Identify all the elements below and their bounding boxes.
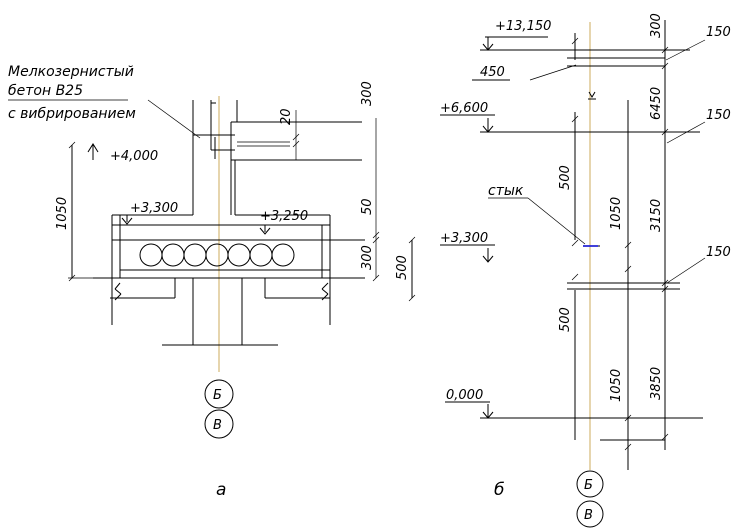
label-150-2: 150 xyxy=(706,108,731,123)
axis-bubble-b-a xyxy=(204,379,234,409)
axis-label-b-b: Б xyxy=(584,478,593,493)
elevation-0000: 0,000 xyxy=(446,388,483,403)
lower-structure xyxy=(110,278,331,346)
dim-450: 450 xyxy=(480,65,505,80)
hollow-core-slab xyxy=(93,214,365,279)
dim-500-bot: 500 xyxy=(558,307,573,332)
elevation-3250: +3,250 xyxy=(260,209,308,224)
joint-label: стык xyxy=(488,183,524,199)
dim-3850: 3850 xyxy=(649,367,664,400)
elevation-3300-a: +3,300 xyxy=(130,201,178,216)
caption-a: а xyxy=(216,480,226,500)
dim-3150: 3150 xyxy=(649,199,664,232)
dim-1050-bot: 1050 xyxy=(609,369,624,402)
caption-b: б xyxy=(494,480,504,500)
axis-label-b-a: Б xyxy=(213,388,222,403)
note-line-2: бетон В25 xyxy=(8,83,83,99)
axis-bubble-b-b xyxy=(576,470,604,498)
elevation-4000: +4,000 xyxy=(110,149,158,164)
axis-bubble-v-b xyxy=(576,500,604,528)
axis-bubble-v-a xyxy=(204,409,234,439)
dim-300-slab: 300 xyxy=(360,245,375,270)
dim-1050-a: 1050 xyxy=(55,197,70,230)
upper-column xyxy=(192,100,362,215)
drawing-a: Мелкозернистый бетон В25 с вибрированием… xyxy=(8,64,416,500)
dim-6450: 6450 xyxy=(649,87,664,120)
dim-50: 50 xyxy=(360,198,375,215)
dim-300-b: 300 xyxy=(649,13,664,38)
dim-300-top: 300 xyxy=(360,81,375,106)
drawing-b: +13,150 450 +6,600 +3,300 0,000 стык 150… xyxy=(440,13,731,528)
elevation-6600: +6,600 xyxy=(440,101,488,116)
elevation-13150: +13,150 xyxy=(495,19,551,34)
note-line-3: с вибрированием xyxy=(8,106,136,122)
axis-label-v-a: В xyxy=(213,418,222,433)
dim-500-a: 500 xyxy=(395,255,410,280)
note-line-1: Мелкозернистый xyxy=(8,64,134,80)
label-150-3: 150 xyxy=(706,245,731,260)
dim-1050-mid: 1050 xyxy=(609,197,624,230)
axis-label-v-b: В xyxy=(584,508,593,523)
elevation-3300-b: +3,300 xyxy=(440,231,488,246)
dim-500-top: 500 xyxy=(558,165,573,190)
label-150-1: 150 xyxy=(706,25,731,40)
dim-20: 20 xyxy=(279,108,294,125)
